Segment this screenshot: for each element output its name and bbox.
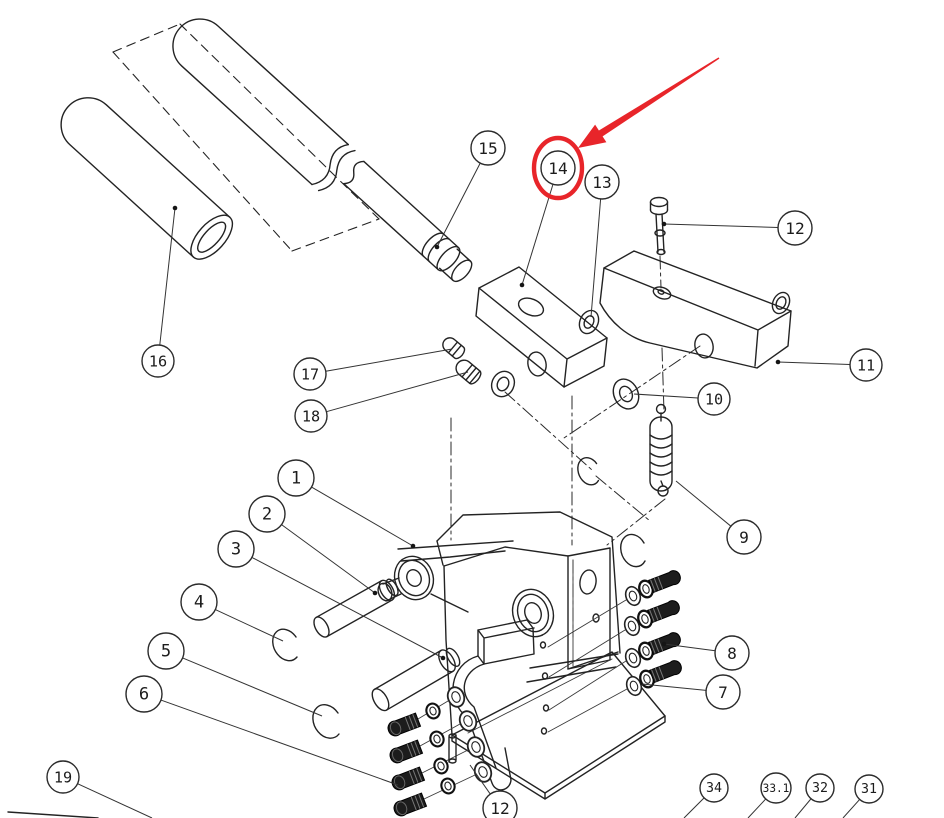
- svg-text:4: 4: [194, 593, 204, 613]
- balloon-6: 6: [125, 675, 163, 713]
- set-screw-17: [442, 337, 466, 360]
- balloon-15: 15: [470, 130, 506, 166]
- balloon-18: 18: [294, 399, 328, 433]
- balloon-4: 4: [180, 583, 218, 621]
- svg-text:31: 31: [861, 782, 877, 797]
- balloon-31: 31: [854, 774, 884, 804]
- clamp-block-11: [599, 250, 792, 369]
- svg-text:8: 8: [727, 644, 737, 663]
- washer-13: [578, 309, 600, 335]
- balloon-14: 14: [540, 150, 576, 186]
- svg-text:13: 13: [592, 173, 611, 192]
- svg-text:14: 14: [548, 159, 567, 178]
- balloon-16: 16: [141, 344, 175, 378]
- balloon-12: 12: [777, 210, 813, 246]
- snap-ring-5: [312, 704, 340, 739]
- svg-text:33.1: 33.1: [763, 782, 790, 795]
- svg-text:15: 15: [478, 139, 497, 158]
- svg-text:12: 12: [785, 219, 804, 238]
- bottom-fastener-cluster: [385, 683, 495, 818]
- snap-ring-4: [272, 628, 298, 662]
- balloon-5: 5: [147, 632, 185, 670]
- corner-part-edge: [7, 811, 99, 818]
- phantom-grip-outline: [112, 23, 380, 252]
- balloon-17: 17: [293, 357, 327, 391]
- svg-text:16: 16: [149, 353, 167, 371]
- balloon-19: 19: [46, 760, 80, 794]
- balloon-1: 1: [277, 459, 315, 497]
- svg-text:9: 9: [739, 528, 749, 547]
- red-highlight-annotation: [531, 57, 720, 201]
- grip-roller-front: [60, 97, 234, 260]
- pivot-pin-upper: [313, 578, 399, 638]
- balloon-7: 7: [705, 674, 741, 710]
- balloon-13: 13: [584, 164, 620, 200]
- svg-text:10: 10: [705, 391, 723, 409]
- snap-ring-mid: [577, 457, 600, 486]
- svg-text:3: 3: [231, 540, 241, 560]
- svg-text:7: 7: [718, 683, 728, 702]
- balloon-10: 10: [697, 382, 731, 416]
- red-pointer-arrow: [578, 57, 720, 148]
- hex-bolt-12: [649, 196, 669, 256]
- main-body: [377, 511, 621, 736]
- svg-text:34: 34: [706, 781, 722, 796]
- washer-10: [612, 378, 640, 410]
- part-drawings: [7, 18, 792, 818]
- leader-lines: [77, 162, 861, 818]
- balloon-33.1: 33.1: [760, 772, 792, 804]
- svg-text:12: 12: [490, 799, 509, 818]
- washer-18: [490, 370, 516, 398]
- balloon-12: 12: [482, 790, 518, 818]
- retaining-ring-mid: [620, 533, 646, 568]
- grip-roller-rear: [172, 18, 356, 192]
- svg-text:18: 18: [302, 408, 320, 426]
- set-screw-18: [455, 359, 482, 385]
- svg-text:11: 11: [857, 357, 875, 375]
- handle-shaft: [342, 160, 473, 283]
- red-circle-highlight: [531, 135, 585, 201]
- right-bolt-stacks: [547, 567, 685, 733]
- extension-spring-9: [649, 403, 673, 497]
- svg-text:1: 1: [291, 469, 301, 489]
- svg-text:32: 32: [812, 781, 828, 796]
- balloon-2: 2: [248, 495, 286, 533]
- balloon-3: 3: [217, 530, 255, 568]
- balloon-32: 32: [805, 773, 835, 803]
- pivot-block-14: [475, 266, 608, 388]
- balloon-9: 9: [726, 519, 762, 555]
- balloon-34: 34: [699, 773, 729, 803]
- svg-text:2: 2: [262, 505, 272, 525]
- svg-text:17: 17: [301, 366, 319, 384]
- svg-text:5: 5: [161, 642, 171, 662]
- svg-text:6: 6: [139, 685, 149, 705]
- balloon-8: 8: [714, 635, 750, 671]
- svg-text:19: 19: [54, 769, 72, 787]
- pivot-pin-lower: [371, 647, 461, 712]
- balloon-11: 11: [849, 348, 883, 382]
